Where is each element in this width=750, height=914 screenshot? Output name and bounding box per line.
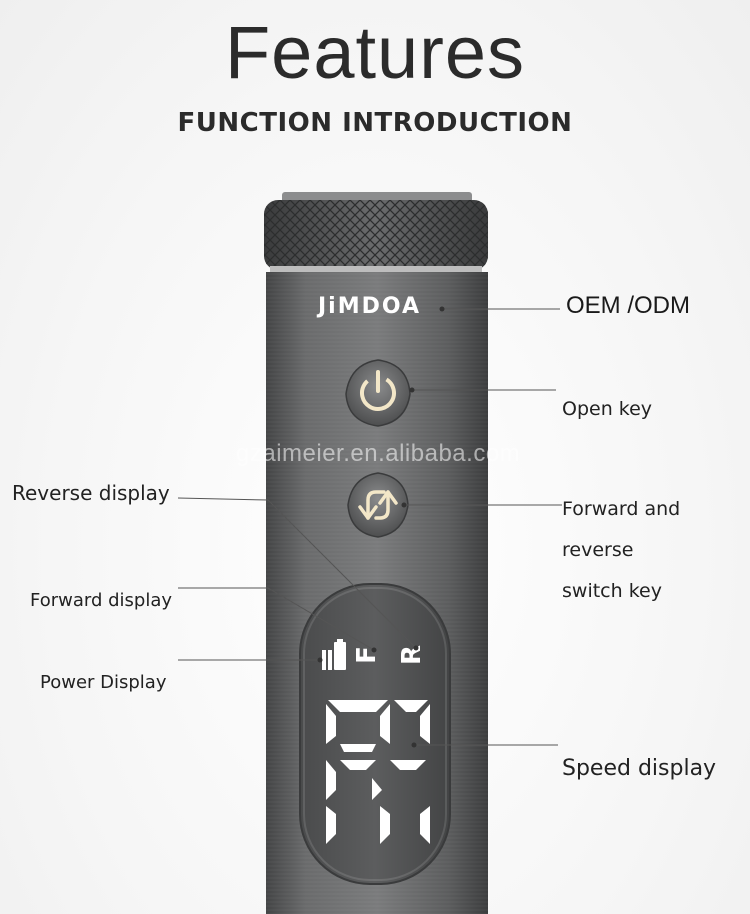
watermark: gzaimeier.en.alibaba.com bbox=[236, 440, 521, 467]
callout-power-display: Power Display bbox=[40, 672, 167, 693]
callout-oem: OEM /ODM bbox=[566, 292, 690, 319]
speed-digits bbox=[326, 700, 430, 844]
callout-switch-key-line2: reverse bbox=[562, 539, 634, 561]
brand-logo: JiMDOA bbox=[318, 294, 422, 319]
page-subtitle: FUNCTION INTRODUCTION bbox=[177, 108, 573, 138]
callout-speed-display: Speed display bbox=[562, 756, 717, 781]
callout-reverse-display: Reverse display bbox=[12, 481, 170, 505]
switch-button bbox=[347, 472, 409, 538]
battery-icon bbox=[322, 639, 346, 670]
callout-open-key: Open key bbox=[562, 398, 653, 420]
callout-forward-display: Forward display bbox=[30, 590, 173, 611]
power-button bbox=[345, 359, 411, 427]
callout-switch-key-line1: Forward and bbox=[562, 498, 681, 520]
callout-switch-key-line3: switch key bbox=[562, 580, 662, 602]
page-title: Features bbox=[224, 11, 526, 94]
